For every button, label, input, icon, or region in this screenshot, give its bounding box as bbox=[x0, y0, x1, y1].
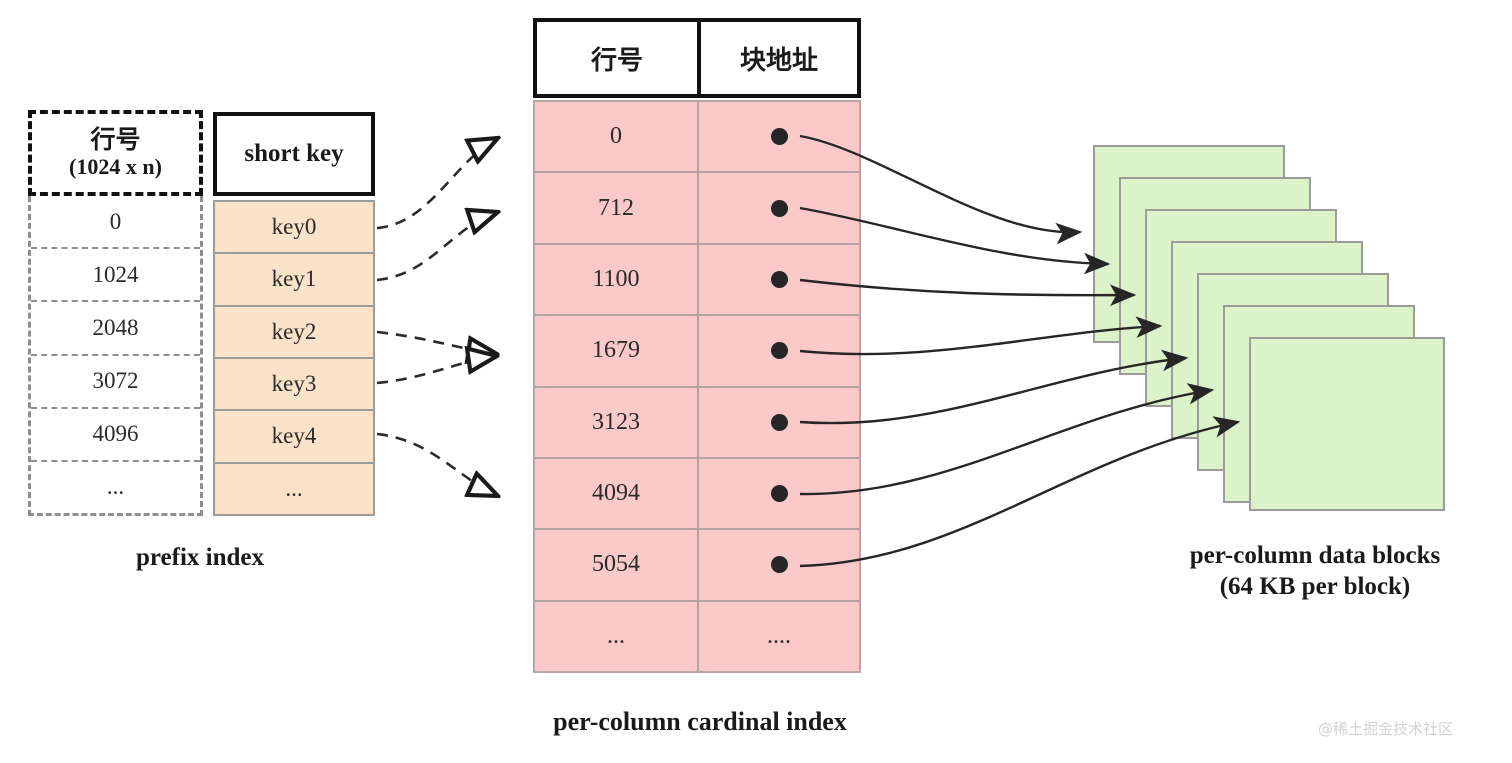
cell-row-number: 3123 bbox=[535, 387, 699, 457]
block-pointer-dot bbox=[770, 128, 788, 146]
short-key-row: key1 bbox=[215, 254, 373, 307]
prefix-index-caption: prefix index bbox=[135, 544, 264, 571]
short-key-header: short key bbox=[213, 112, 375, 196]
cell-block-address bbox=[699, 530, 859, 599]
short-key-row: key0 bbox=[215, 202, 373, 255]
cardinal-index-rows: 0 712 1100 1679 3123 4094 5054 ... bbox=[533, 100, 861, 673]
arrow-key2-to-row1679 bbox=[376, 330, 497, 354]
arrow-key4-to-row4094 bbox=[376, 432, 498, 496]
cardinal-index-col-rowno: 行号 bbox=[537, 22, 701, 94]
table-row: 1100 bbox=[535, 244, 859, 317]
prefix-index-row: 4096 bbox=[31, 409, 200, 462]
arrow-key3-to-row1679 bbox=[376, 356, 497, 385]
arrow-key1-to-row712 bbox=[376, 212, 498, 282]
short-key-row: ... bbox=[285, 475, 303, 501]
cardinal-index-col-blockaddr: 块地址 bbox=[739, 45, 818, 75]
cell-block-address bbox=[699, 173, 859, 242]
cell-block-address bbox=[699, 459, 859, 528]
block-pointer-dot bbox=[770, 199, 788, 217]
block-pointer-dot bbox=[770, 270, 788, 288]
table-row: ... .... bbox=[535, 601, 859, 671]
prefix-index-header-subtitle: (1024 x n) bbox=[69, 153, 162, 179]
prefix-index-row: 3072 bbox=[31, 356, 200, 409]
short-key-row: key3 bbox=[215, 359, 373, 412]
block-pointer-dot bbox=[770, 413, 788, 431]
table-row: 712 bbox=[535, 173, 859, 245]
cell-row-number: 1679 bbox=[535, 316, 699, 386]
table-row: 5054 bbox=[535, 530, 859, 602]
data-block bbox=[1249, 337, 1445, 511]
data-blocks-caption: per-column data blocks (64 KB per block) bbox=[1100, 540, 1512, 603]
cell-row-number: 5054 bbox=[535, 530, 699, 600]
cardinal-index-header: 行号 块地址 bbox=[533, 18, 861, 98]
short-key-row: key4 bbox=[215, 411, 373, 464]
watermark: @稀土掘金技术社区 bbox=[1318, 720, 1454, 738]
prefix-index-row: 0 bbox=[31, 196, 200, 250]
short-key-rows: key0 key1 key2 key3 key4 ... bbox=[213, 200, 375, 516]
block-pointer-dot bbox=[770, 485, 788, 503]
cell-block-address bbox=[699, 102, 859, 171]
shortkey-to-cardinal-arrows bbox=[376, 138, 498, 496]
cell-row-number: 4094 bbox=[535, 458, 699, 529]
table-row: 1679 bbox=[535, 316, 859, 388]
cell-row-number: ... bbox=[535, 601, 699, 671]
cell-row-number: 712 bbox=[535, 173, 699, 243]
cell-row-number: 1100 bbox=[535, 244, 699, 315]
prefix-index-header: 行号 (1024 x n) bbox=[28, 110, 203, 196]
data-blocks-caption-line2: (64 KB per block) bbox=[1219, 573, 1411, 601]
prefix-index-row: 1024 bbox=[31, 249, 200, 303]
prefix-index-row: 2048 bbox=[31, 302, 200, 356]
table-row: 3123 bbox=[535, 387, 859, 459]
cell-row-number: 0 bbox=[535, 102, 699, 172]
prefix-index-rows: 0 1024 2048 3072 4096 ... bbox=[28, 196, 203, 516]
cardinal-index-caption: per-column cardinal index bbox=[553, 707, 847, 736]
block-pointer-dot bbox=[770, 342, 788, 360]
cell-block-address bbox=[699, 245, 859, 314]
table-row: 4094 bbox=[535, 458, 859, 531]
prefix-index-row: ... bbox=[106, 474, 125, 500]
table-row: 0 bbox=[535, 102, 859, 174]
arrow-key0-to-row0 bbox=[376, 138, 498, 230]
cell-block-address bbox=[699, 316, 859, 385]
data-blocks-caption-line1: per-column data blocks bbox=[1189, 542, 1441, 569]
prefix-index-header-title: 行号 bbox=[90, 126, 141, 154]
block-pointer-dot bbox=[770, 556, 788, 574]
cell-block-address-ellipsis: .... bbox=[767, 622, 791, 649]
cell-block-address bbox=[699, 388, 859, 457]
short-key-row: key2 bbox=[215, 307, 373, 359]
